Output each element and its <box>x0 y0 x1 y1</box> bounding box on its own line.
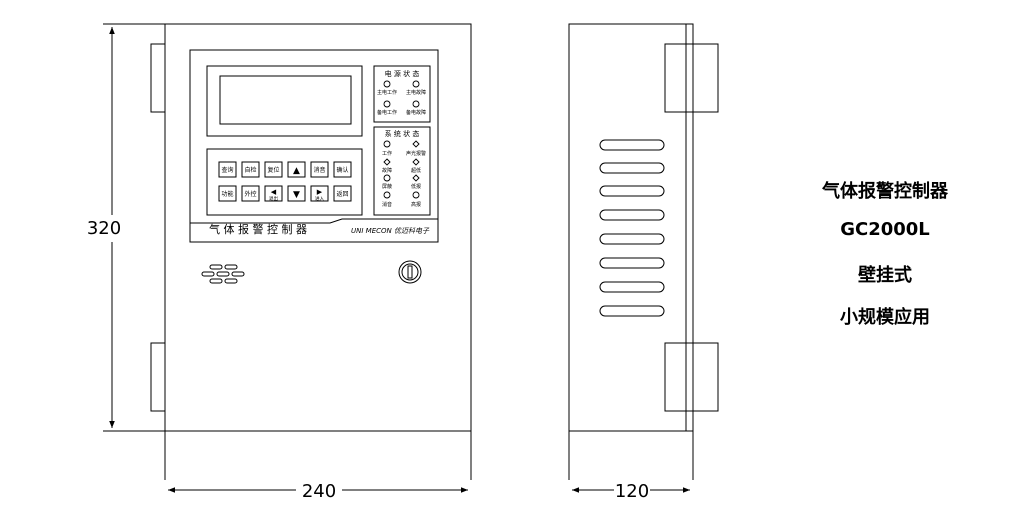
key-right[interactable]: ▶进入 <box>310 185 329 202</box>
hinge-bottom <box>150 342 166 412</box>
power-led-label: 主电工作 <box>377 89 397 96</box>
power-led-label: 备电故障 <box>406 109 426 116</box>
product-label: 气 体 报 警 控 制 器 <box>209 222 307 236</box>
key-label: 功能 <box>221 190 233 198</box>
caption-title: 气体报警控制器 <box>822 181 948 202</box>
power-status-title: 电 源 状 态 <box>385 69 420 78</box>
side-enclosure <box>568 23 694 432</box>
key-silence[interactable]: 消音 <box>310 161 329 178</box>
height-label: 320 <box>87 218 121 239</box>
caption-mount-type: 壁挂式 <box>858 265 912 286</box>
panel-text: 电 源 状 态 主电工作 主电故障 备电工作 备电故障 系 统 状 态 工作 声… <box>209 69 430 236</box>
system-led-label: 屏蔽 <box>382 183 392 190</box>
system-led-label: 消音 <box>382 201 392 208</box>
side-view <box>568 23 719 480</box>
key-sublabel: 退出 <box>269 195 278 202</box>
caption-application: 小规模应用 <box>840 307 930 328</box>
key-external[interactable]: 外控 <box>241 185 260 202</box>
power-led-label: 主电故障 <box>406 89 426 96</box>
key-label: 返回 <box>336 191 348 198</box>
brand-label: UNI MECON 优迈科电子 <box>351 227 430 235</box>
arrow-right-icon: ▶ <box>317 188 323 196</box>
key-self-test[interactable]: 自检 <box>241 161 260 178</box>
key-query[interactable]: 查询 <box>218 161 237 178</box>
system-led-label: 声光报警 <box>406 150 426 157</box>
keypad-frame <box>206 148 363 216</box>
key-return[interactable]: 返回 <box>333 185 352 202</box>
height-dimension <box>103 23 165 432</box>
system-led-label: 低报 <box>411 183 421 190</box>
key-confirm[interactable]: 确认 <box>333 161 352 178</box>
front-view <box>150 23 472 480</box>
key-sublabel: 进入 <box>315 195 324 202</box>
key-left[interactable]: ◀退出 <box>264 185 283 202</box>
key-label: 消音 <box>313 166 325 174</box>
side-hinge-bottom <box>664 342 719 412</box>
arrow-down-icon: ▼ <box>293 190 300 200</box>
front-enclosure <box>164 23 472 432</box>
arrow-left-icon: ◀ <box>271 188 277 196</box>
speaker-grille <box>201 264 245 284</box>
system-led-label: 高报 <box>411 201 421 208</box>
label-divider <box>190 218 438 224</box>
system-status-leds <box>383 140 420 199</box>
key-label: 外控 <box>244 190 256 198</box>
key-down[interactable]: ▼ <box>287 185 306 202</box>
width-label: 240 <box>302 481 336 502</box>
key-up[interactable]: ▲ <box>287 161 306 178</box>
side-hinge-top <box>664 43 719 113</box>
system-led-label: 故障 <box>382 167 392 174</box>
key-label: 自检 <box>244 166 256 174</box>
system-status-box <box>373 126 431 216</box>
lcd-screen <box>219 75 352 125</box>
key-reset[interactable]: 复位 <box>264 161 283 178</box>
key-label: 查询 <box>221 166 233 174</box>
key-lock-icon <box>398 260 422 284</box>
caption-model: GC2000L <box>840 219 930 240</box>
hinge-top <box>150 43 166 113</box>
control-panel <box>189 49 439 243</box>
power-status-leds <box>383 80 420 108</box>
power-status-box <box>373 65 431 123</box>
key-function[interactable]: 功能 <box>218 185 237 202</box>
power-led-label: 备电工作 <box>377 109 397 116</box>
depth-label: 120 <box>615 481 649 502</box>
ventilation-slots <box>599 139 665 317</box>
system-status-title: 系 统 状 态 <box>385 129 420 138</box>
system-led-label: 超低 <box>411 167 421 174</box>
keypad: 查询 自检 复位 ▲ 消音 确认 功能 外控 ◀退出 ▼ ▶进入 返回 <box>218 161 352 202</box>
lcd-bezel <box>206 65 363 137</box>
arrow-up-icon: ▲ <box>293 166 300 176</box>
key-label: 确认 <box>336 166 348 174</box>
key-label: 复位 <box>267 166 279 174</box>
system-led-label: 工作 <box>382 150 392 157</box>
